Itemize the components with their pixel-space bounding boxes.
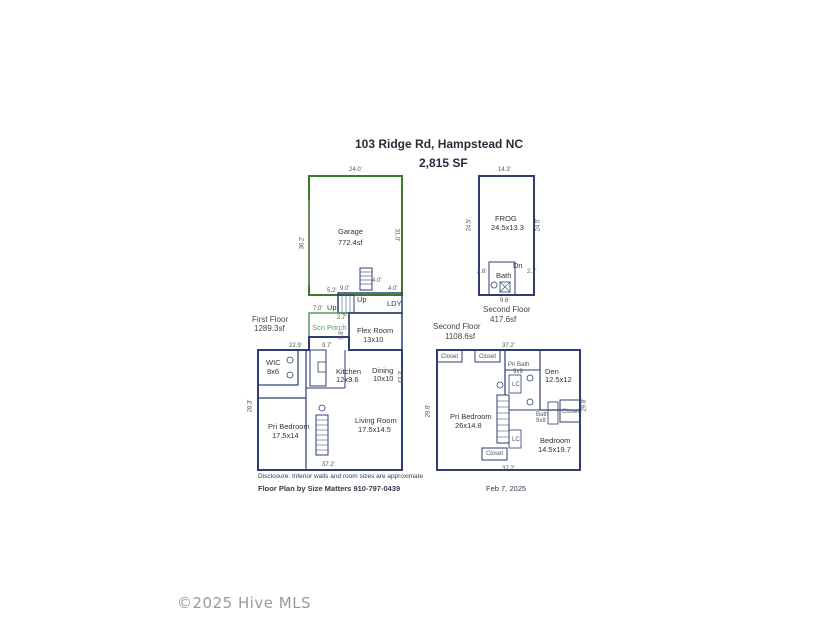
bath-tub [547,401,559,425]
garage-up-label: Up [327,303,337,312]
closet-1-label: Closet [441,354,459,360]
closet-2-outline [474,349,501,363]
property-address: 103 Ridge Rd, Hampstead NC [355,137,524,151]
frog-size: 24.5x13.3 [491,223,524,232]
living-room-size: 17.5x14.5 [358,425,391,434]
closet-3-outline [559,399,581,423]
frog-dim-right: 24.5' [535,218,542,232]
garage-area: 772.4sf [338,238,363,247]
bedroom-label: Bedroom [540,436,571,445]
stair-up-label: Up [357,295,367,304]
frog-bath-label: Bath [496,271,512,280]
second-floor-upper-label: Second Floor [483,305,531,314]
first-floor-area: 1289.3sf [254,324,285,333]
screen-porch-label: Scn Porch [312,323,347,332]
lc-1-label: LC [512,382,520,388]
second-floor-dim-top: 37.2' [502,343,515,349]
floor-plan-credit: Floor Plan by Size Matters 910-797-0439 [258,484,401,493]
second-pri-bedroom-size: 26x14.8 [455,421,482,430]
total-square-feet: 2,815 SF [419,156,468,170]
frog-bath [488,261,516,296]
wic-outline [257,349,299,386]
dim-52: 5.2' [327,288,337,294]
living-room-label: Living Room [355,416,397,425]
pri-bath-label: Pri Bath [508,362,530,368]
second-floor-upper-area: 417.6sf [490,315,517,324]
den-label: Den [545,367,559,376]
closet-3-label: Closet [562,409,580,415]
lc-1-outline [508,374,522,394]
pri-bedroom-size: 17.5x14 [272,431,299,440]
laundry-label: LDY [387,299,402,308]
flex-room-label: Flex Room [357,326,394,335]
frog-dim-left: 24.5' [466,218,473,232]
garage-dim-top: 24.0' [349,167,362,173]
first-floor-outline [257,336,403,471]
pri-bedroom-label: Pri Bedroom [268,422,310,431]
lc-2-label: LC [512,437,520,443]
frog-dim-26: 2.6' [477,269,487,275]
second-floor-dim-right: 29.8' [581,398,588,412]
garage-dim-left: 36.2' [299,236,306,250]
disclosure-text: Disclosure: Interior walls and room size… [258,473,424,480]
second-floor-dim-left: 29.8' [425,404,432,418]
lc-2-outline [508,429,522,449]
kitchen-island [317,361,327,373]
closet-4-label: Closet [486,451,504,457]
frog-dn-label: Dn [513,261,523,270]
dim-27: 2.7' [337,315,347,321]
kitchen-size: 12x9.6 [336,375,359,384]
dim-9: 9.0' [340,286,350,292]
dim-4b: 4.0' [388,286,398,292]
dim-98: 9.8' [338,330,345,340]
kitchen-label: Kitchen [336,367,362,376]
mls-watermark: ©2025 Hive MLS [177,594,312,612]
dim-4: 4.0' [372,278,382,284]
garage-dim-right: 31.0' [393,228,400,242]
first-floor-dim-bottom: 37.2' [322,462,335,468]
den-size: 12.5x12 [545,375,572,384]
dim-7: 7.0' [313,306,323,312]
closet-2-label: Closet [479,354,497,360]
wic-label: WIC [266,358,281,367]
dim-433: 43.3' [398,370,405,384]
first-floor-label: First Floor [252,315,288,324]
bedroom-size: 14.5x19.7 [538,445,571,454]
dining-size: 10x10 [373,374,394,383]
closet-4-outline [481,447,508,461]
frog-dim-21: 2.1' [527,269,537,275]
dim-283: 28.3' [247,399,254,413]
bath-size: 9x8 [536,418,546,424]
frog-label: FROG [495,214,517,223]
wic-size: 8x6 [267,367,280,376]
frog-dim-96: 9.6' [500,298,510,304]
dining-label: Dining [372,366,394,375]
second-floor-label: Second Floor [433,322,481,331]
dim-229: 22.9' [289,343,302,349]
garage-label: Garage [338,227,364,236]
second-pri-bedroom-label: Pri Bedroom [450,412,492,421]
bath-label: Bath [536,412,549,418]
closet-1-outline [436,349,463,363]
garage-stairs [359,267,373,291]
flex-room-size: 13x10 [363,335,384,344]
pri-bath-size: 9x9 [513,369,523,375]
floor-plan-date: Feb 7, 2025 [486,484,527,493]
second-floor-dim-bottom: 37.2' [502,466,515,472]
frog-dim-top: 14.3' [498,167,511,173]
dim-97: 9.7' [322,343,332,349]
second-floor-area: 1108.6sf [445,332,476,341]
